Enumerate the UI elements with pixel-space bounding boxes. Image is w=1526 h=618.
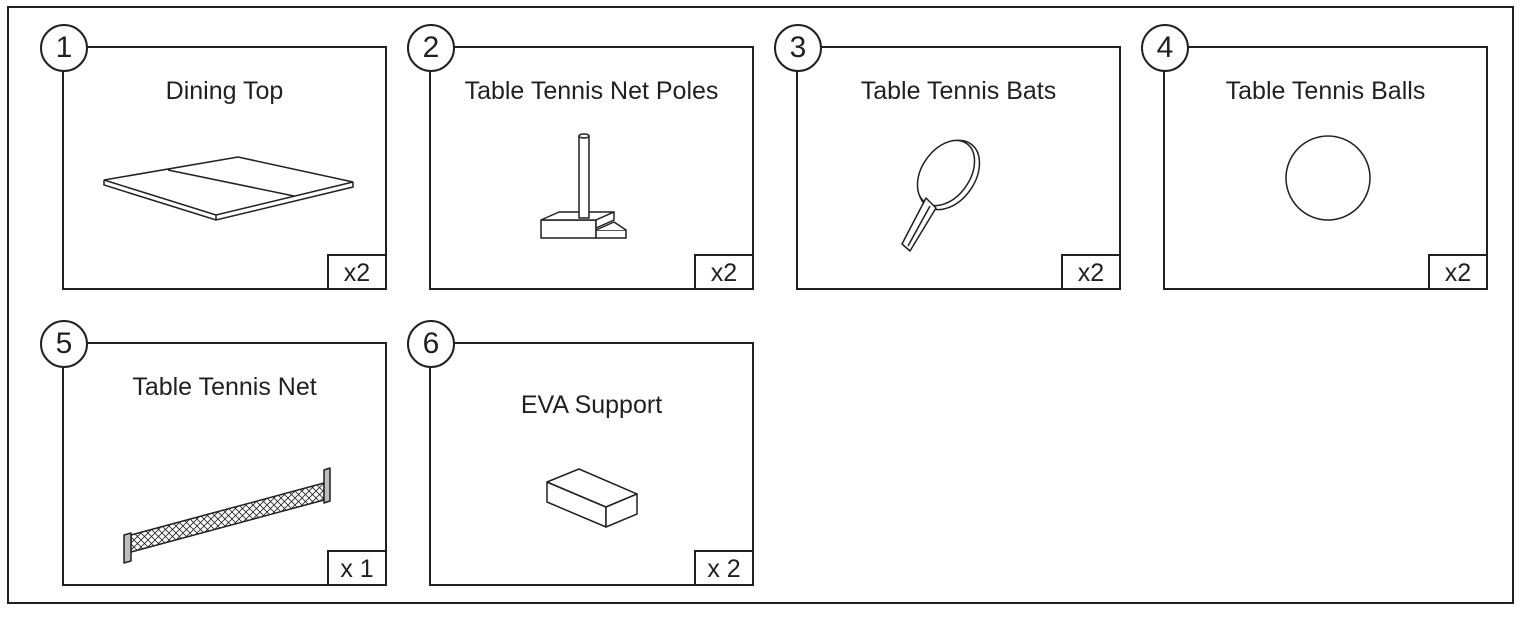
part-name: Table Tennis Net — [132, 373, 317, 401]
ball-icon — [1285, 135, 1371, 221]
parts-list-frame — [7, 6, 1514, 604]
part-name: Dining Top — [165, 77, 284, 105]
quantity-badge: x2 — [327, 254, 387, 290]
part-number-badge: 5 — [40, 320, 88, 368]
part-number-badge: 6 — [407, 320, 455, 368]
quantity-badge: x2 — [1061, 254, 1121, 290]
dining-top-icon — [103, 156, 354, 221]
part-number-badge: 3 — [774, 24, 822, 72]
part-number-badge: 4 — [1141, 24, 1189, 72]
part-name: EVA Support — [520, 391, 663, 419]
quantity-badge: x2 — [694, 254, 754, 290]
part-name: Table Tennis Bats — [860, 77, 1057, 105]
part-card-net: Table Tennis Net x 1 — [62, 342, 387, 586]
part-card-net-poles: Table Tennis Net Poles x2 — [429, 46, 754, 290]
quantity-badge: x 1 — [327, 550, 387, 586]
part-card-bats: Table Tennis Bats x2 — [796, 46, 1121, 290]
part-card-eva-support: EVA Support x 2 — [429, 342, 754, 586]
part-name: Table Tennis Balls — [1225, 77, 1426, 105]
part-name: Table Tennis Net Poles — [464, 77, 719, 105]
quantity-badge: x2 — [1428, 254, 1488, 290]
quantity-badge: x 2 — [694, 550, 754, 586]
part-number-badge: 1 — [40, 24, 88, 72]
part-card-dining-top: Dining Top x2 — [62, 46, 387, 290]
part-number-badge: 2 — [407, 24, 455, 72]
part-card-balls: Table Tennis Balls x2 — [1163, 46, 1488, 290]
net-pole-icon — [540, 133, 627, 239]
eva-support-icon — [546, 468, 638, 528]
net-icon — [123, 467, 331, 564]
bat-icon — [901, 139, 981, 252]
